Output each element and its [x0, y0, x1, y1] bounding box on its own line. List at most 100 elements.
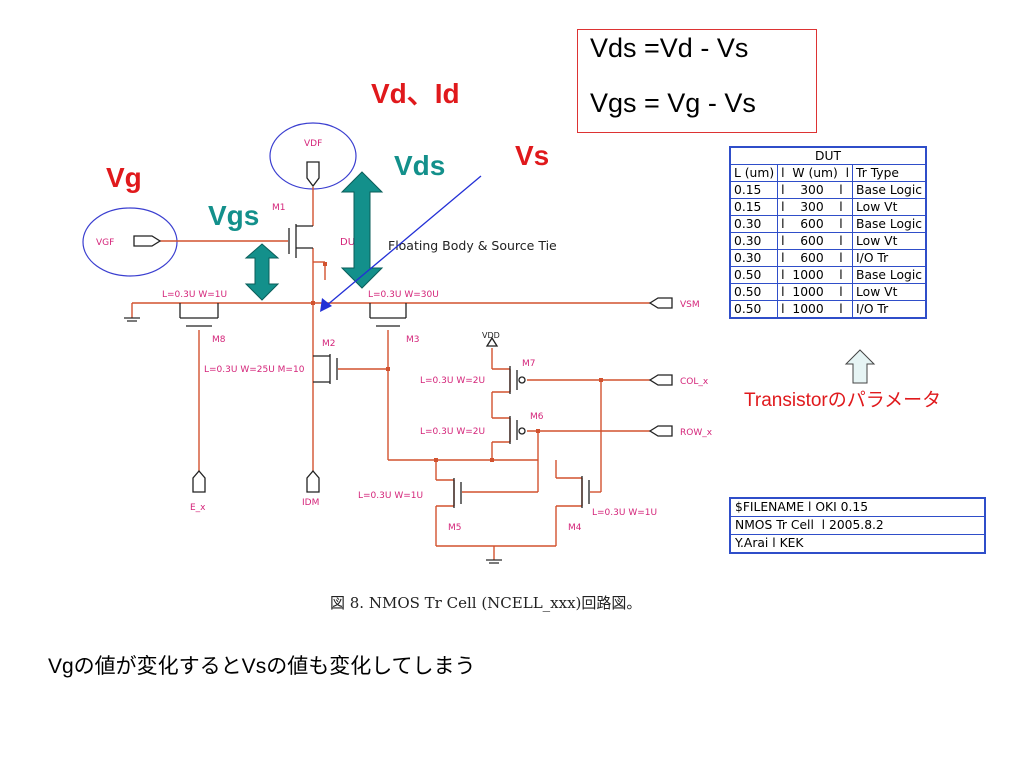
e-label: E_x	[190, 503, 206, 513]
vs-label: Vs	[515, 140, 550, 171]
junction-dot	[536, 429, 540, 433]
m6-size-label: L=0.3U W=2U	[420, 427, 485, 437]
cell-l: 0.15	[729, 198, 779, 216]
junction-dot	[599, 378, 603, 382]
vds-label: Vds	[394, 150, 446, 181]
m2-label: M2	[322, 339, 336, 349]
vdd-symbol	[485, 336, 499, 347]
cell-l: 0.50	[729, 283, 779, 301]
dut-title: DUT	[729, 146, 927, 165]
row-label: ROW_x	[680, 428, 713, 438]
cell-type: Low Vt	[852, 198, 927, 216]
col-label: COL_x	[680, 377, 709, 387]
m2-size-label: L=0.3U W=25U M=10	[204, 365, 305, 375]
cell-w: l 1000 l	[777, 283, 854, 301]
vg-label: Vg	[106, 162, 142, 193]
info-cell-date: NMOS Tr Cell l 2005.8.2	[731, 517, 984, 535]
junction-dot	[323, 262, 327, 266]
junction-dot	[386, 367, 390, 371]
vds-double-arrow	[340, 171, 384, 289]
cell-type: Base Logic	[852, 181, 927, 199]
figure-caption: 図 8. NMOS Tr Cell (NCELL_xxx)回路図。	[330, 594, 642, 612]
cell-type: I/O Tr	[852, 249, 927, 267]
m6-label: M6	[530, 412, 544, 422]
cell-l: 0.50	[729, 300, 779, 319]
header-type: Tr Type	[852, 164, 927, 182]
header-l: L (um)	[729, 164, 779, 182]
idm-pin	[306, 470, 320, 493]
junction-dot	[434, 458, 438, 462]
cell-w: l 600 l	[777, 249, 854, 267]
vd-id-label: Vd、Id	[371, 78, 460, 109]
cell-type: Base Logic	[852, 266, 927, 284]
cell-l: 0.30	[729, 215, 779, 233]
cell-l: 0.50	[729, 266, 779, 284]
cell-w: l 600 l	[777, 232, 854, 250]
m8-size-label: L=0.3U W=1U	[162, 290, 227, 300]
floating-body-label: Floating Body & Source Tie	[388, 238, 557, 253]
m7-label: M7	[522, 359, 536, 369]
vgf-label: VGF	[96, 238, 114, 248]
cell-type: Base Logic	[852, 215, 927, 233]
e-pin	[192, 470, 206, 493]
equation-box: Vds =Vd - Vs Vgs = Vg - Vs	[577, 29, 817, 133]
vsm-pin	[648, 297, 673, 309]
col-pin	[648, 374, 673, 386]
junction-dot	[311, 301, 315, 305]
vgs-label: Vgs	[208, 200, 260, 231]
vgf-highlight-circle	[82, 207, 178, 277]
vs-pointer-arrowhead	[320, 298, 332, 312]
vgf-pin	[133, 235, 162, 247]
vds-equation: Vds =Vd - Vs	[590, 33, 749, 63]
cell-w: l 300 l	[777, 181, 854, 199]
cell-w: l 1000 l	[777, 300, 854, 319]
m3-label: M3	[406, 335, 420, 345]
m6-bubble	[518, 427, 526, 435]
m4-label: M4	[568, 523, 582, 533]
up-arrow-icon	[844, 349, 876, 384]
m7-bubble	[518, 376, 526, 384]
m5-size-label: L=0.3U W=1U	[358, 491, 423, 501]
du-label: DU	[340, 237, 355, 248]
cell-type: Low Vt	[852, 232, 927, 250]
bottom-note: Vgの値が変化するとVsの値も変化してしまう	[48, 655, 476, 678]
m3-size-label: L=0.3U W=30U	[368, 290, 439, 300]
transistor-parameter-label: Transistorのパラメータ	[744, 390, 942, 411]
m7-size-label: L=0.3U W=2U	[420, 376, 485, 386]
idm-label: IDM	[302, 498, 319, 508]
m4-size-label: L=0.3U W=1U	[592, 508, 657, 518]
m5-label: M5	[448, 523, 462, 533]
vgs-double-arrow	[244, 243, 280, 301]
junction-dot	[490, 458, 494, 462]
cell-type: I/O Tr	[852, 300, 927, 319]
cell-l: 0.15	[729, 181, 779, 199]
vs-pointer-line	[325, 175, 482, 307]
vdf-label: VDF	[304, 139, 322, 149]
cell-w: l 300 l	[777, 198, 854, 216]
info-filename: $FILENAME l OKI 0.15	[731, 499, 984, 517]
vgs-equation: Vgs = Vg - Vs	[590, 88, 756, 118]
vdf-pin	[306, 161, 320, 188]
cell-l: 0.30	[729, 232, 779, 250]
m8-label: M8	[212, 335, 226, 345]
table-header-row: L (um) l W (um) l Tr Type	[729, 164, 927, 182]
cell-type: Low Vt	[852, 283, 927, 301]
row-pin	[648, 425, 673, 437]
cell-w: l 600 l	[777, 215, 854, 233]
vsm-label: VSM	[680, 300, 700, 310]
cell-l: 0.30	[729, 249, 779, 267]
file-info-box: $FILENAME l OKI 0.15 NMOS Tr Cell l 2005…	[729, 497, 986, 554]
m1-label: M1	[272, 203, 286, 213]
header-w: l W (um) l	[777, 164, 854, 182]
info-author: Y.Arai l KEK	[735, 536, 804, 550]
